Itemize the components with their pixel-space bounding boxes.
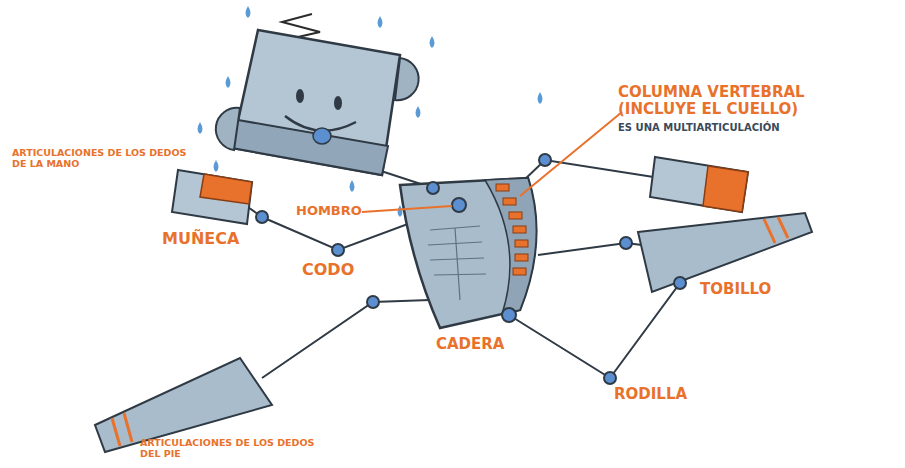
torso-panels (428, 226, 486, 300)
spacer (608, 283, 700, 370)
eye (296, 89, 304, 103)
tongue (313, 128, 331, 144)
joint-label: CADERA (436, 336, 546, 353)
toe-stripes (112, 413, 132, 446)
hand (172, 170, 252, 224)
spine-band (485, 178, 536, 314)
leader-line (520, 112, 622, 196)
limb-wires (245, 160, 700, 378)
joint-note: ES UNA MULTIARTICULACIÓN (618, 122, 898, 134)
joint-note: ARTICULACIONES DE LOS DEDOS DEL PIE (140, 438, 315, 460)
joint-label: CODO (302, 261, 382, 279)
leader-line (362, 206, 452, 212)
ear (395, 58, 419, 100)
hand (650, 157, 748, 212)
fingers (703, 166, 748, 212)
joint-label: TOBILLO (700, 281, 810, 298)
eye (334, 96, 342, 110)
vertebrae (496, 184, 528, 275)
joint-note: ARTICULACIONES DE LOS DEDOS DE LA MANO (12, 148, 187, 170)
joints (256, 154, 686, 384)
robot-torso (400, 178, 536, 328)
toe-stripes (764, 217, 788, 243)
joint-label: RODILLA (614, 386, 724, 403)
fingers (200, 174, 252, 204)
joint-label: HOMBRO (296, 204, 376, 219)
joint-label: MUÑECA (162, 230, 272, 248)
joint-label: COLUMNA VERTEBRAL (INCLUYE EL CUELLO) (618, 84, 873, 119)
robot-head (232, 30, 400, 175)
ear (216, 108, 240, 150)
